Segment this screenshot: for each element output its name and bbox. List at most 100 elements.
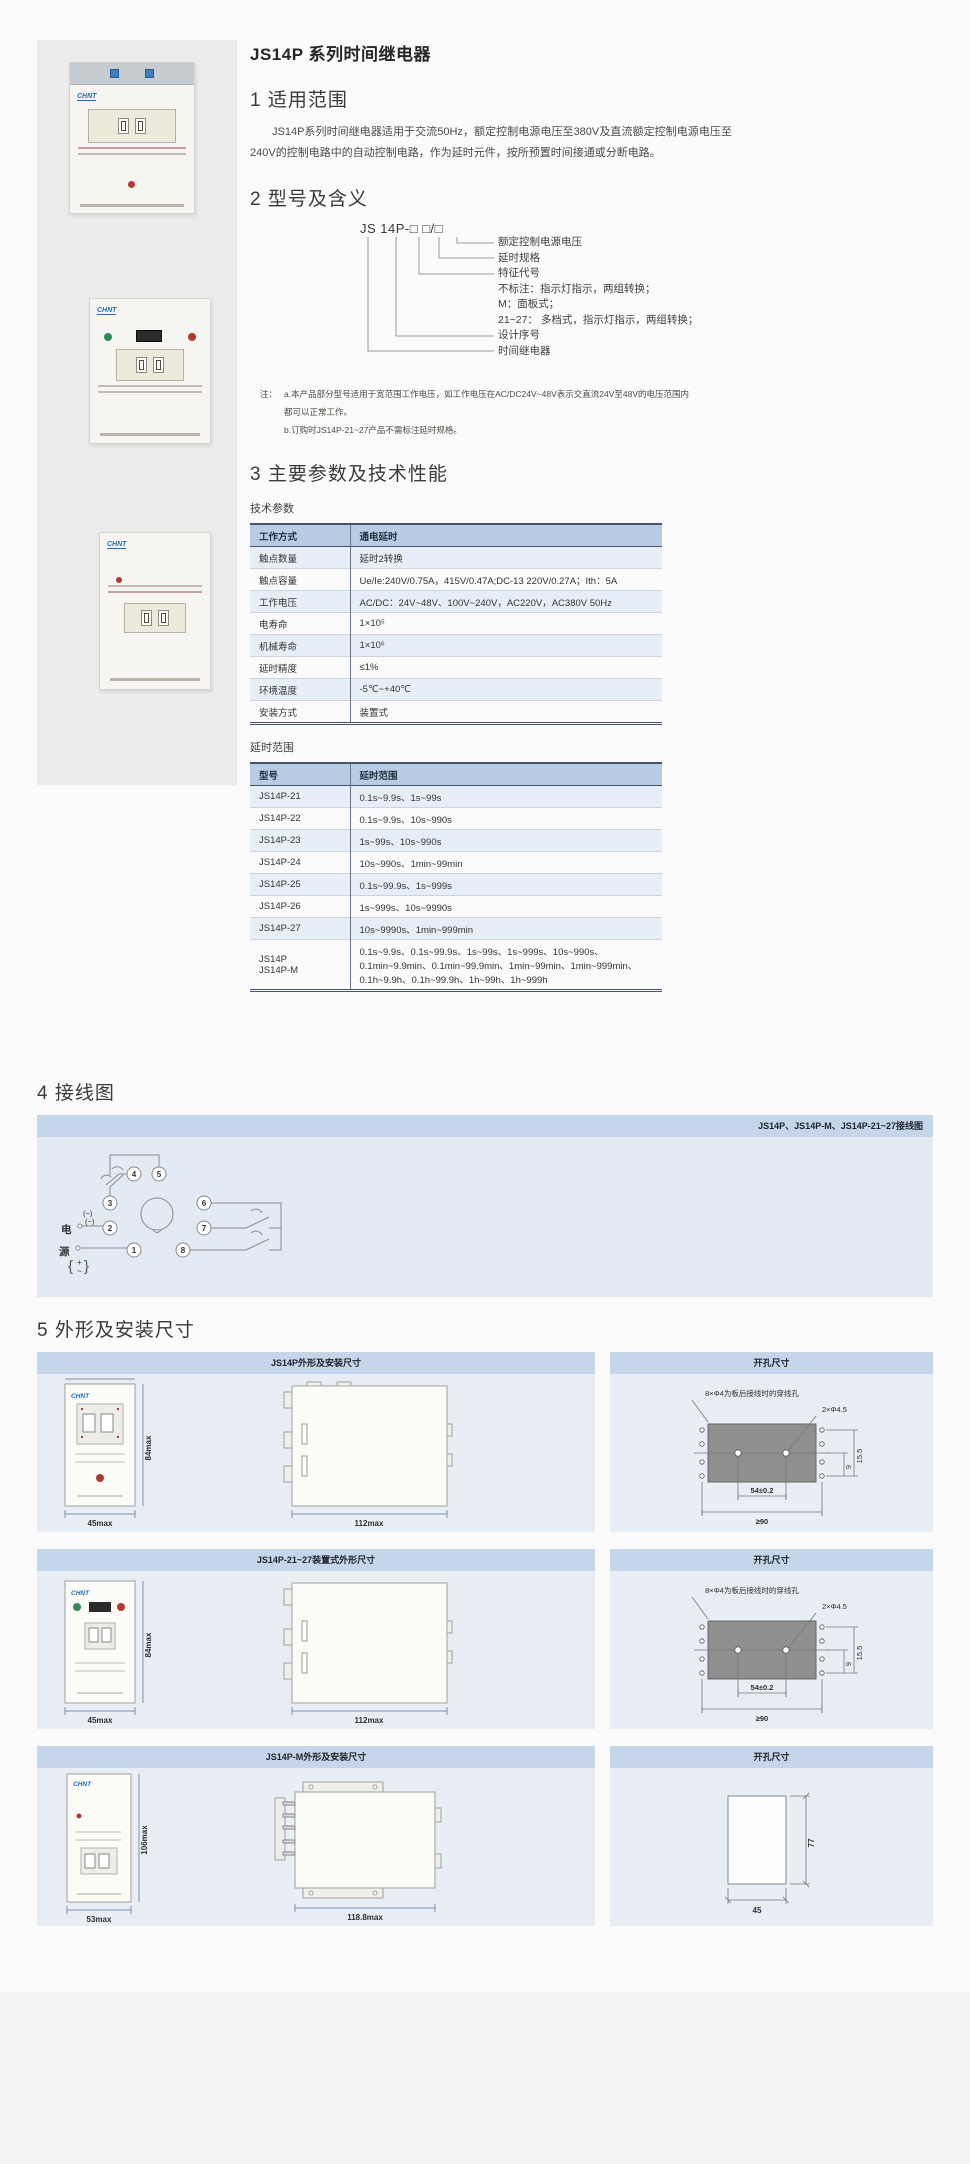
param-name: 触点数量 (250, 546, 351, 569)
col-header: 延时范围 (359, 770, 398, 782)
table-row: 延时精度 ≤1% (250, 656, 662, 679)
power-label-2: 源 (59, 1245, 70, 1258)
table-row: 电寿命 1×10⁵ (250, 612, 662, 635)
model-name: JS14P-26 (250, 895, 351, 918)
digit-display (116, 349, 184, 381)
note-label: 注： (260, 389, 278, 399)
delay-range-caption: 延时范围 (250, 742, 294, 754)
wiring-panel: JS14P、JS14P-M、JS14P-21~27接线图 (37, 1115, 933, 1297)
terminal-1: 1 (132, 1246, 137, 1255)
scope-paragraph: JS14P系列时间继电器适用于交流50Hz，额定控制电源电压至380V及直流额定… (250, 126, 732, 159)
delay-range-value: 0.1s~9.9s、1s~99s (359, 792, 442, 804)
hole-note: 8×Φ4为板后接线时的穿线孔 (705, 1585, 799, 1595)
brand-logo: CHNT (73, 1781, 92, 1788)
col-header: 型号 (250, 763, 351, 786)
power-label-1: 电 (61, 1223, 72, 1236)
dim-min: ≥90 (756, 1517, 768, 1526)
param-value: 装置式 (359, 707, 389, 719)
relay-photo-js14p-21-27: CHNT (89, 298, 211, 444)
cutout-banner: 开孔尺寸 (610, 1746, 933, 1768)
delay-range-value: 10s~990s、1min~99min (359, 858, 463, 870)
dim-depth: 112max (355, 1716, 384, 1725)
model-name: JS14P-21 (250, 785, 351, 808)
polarity-ac: (~) (85, 1217, 95, 1226)
brand-logo: CHNT (71, 1393, 90, 1400)
digit-display (124, 603, 186, 633)
model-label: 延时规格 (498, 251, 540, 264)
section-2-heading: 2 型号及含义 (250, 189, 368, 210)
model-name: JS14P-23 (250, 829, 351, 852)
table-row: JS14P-25 0.1s~99.9s、1s~999s (250, 873, 662, 896)
polarity-neg: (−) (83, 1209, 93, 1218)
table-header-row: 型号 延时范围 (250, 763, 662, 786)
model-label-sub: 21~27： 多档式，指示灯指示，两组转换； (498, 313, 699, 326)
dim-banner: JS14P外形及安装尺寸 (37, 1352, 595, 1374)
relay-top-cap (70, 63, 194, 85)
model-name: JS14P-27 (250, 917, 351, 940)
delay-range-value: 1s~99s、10s~990s (359, 836, 442, 848)
table-row: JS14P-27 10s~9990s、1min~999min (250, 917, 662, 940)
cutout-width: 45 (753, 1906, 762, 1915)
cutout-banner: 开孔尺寸 (610, 1549, 933, 1571)
model-label: 额定控制电源电压 (498, 236, 582, 248)
delay-range-value: 0.1s~99.9s、1s~999s (359, 880, 452, 892)
tech-params-caption: 技术参数 (250, 503, 294, 515)
param-value: 1×10⁶ (359, 640, 385, 651)
top-area: CHNT CHNT CHNT JS14P 系列时间继电器 (0, 0, 970, 1078)
cutout-drawing: 77 45 (724, 1792, 816, 1915)
param-name: 机械寿命 (250, 634, 351, 657)
terminal-3: 3 (108, 1199, 113, 1208)
delay-range-value: 0.1s~9.9s、0.1s~99.9s、1s~99s、1s~999s、10s~… (359, 946, 638, 986)
delay-range-value: 10s~9990s、1min~999min (359, 924, 474, 936)
page-title: JS14P 系列时间继电器 (250, 45, 431, 64)
terminal-5: 5 (157, 1170, 162, 1179)
terminal-7: 7 (202, 1224, 207, 1233)
param-name: 工作电压 (250, 590, 351, 613)
dimension-row-js14p: JS14P外形及安装尺寸 (37, 1352, 970, 1532)
dim-height: 106max (140, 1825, 149, 1855)
cutout-drawing: 8×Φ4为板后接线时的穿线孔 2×Φ4.5 15.5 9 54±0.2 ≥90 (691, 1388, 864, 1526)
param-value: Ue/Ie:240V/0.75A，415V/0.47A;DC-13 220V/0… (359, 575, 618, 587)
dim-v2: 9 (844, 1662, 853, 1666)
delay-range-table: 型号 延时范围 JS14P-21 0.1s~9.9s、1s~99s JS14P-… (250, 762, 662, 992)
dim-depth: 112max (355, 1519, 384, 1528)
model-name: JS14P-22 (250, 807, 351, 830)
dim-banner: JS14P-M外形及安装尺寸 (37, 1746, 595, 1768)
outline-drawing: CHNT 84max 45max 112max (64, 1580, 453, 1725)
param-value: -5℃~+40℃ (359, 684, 411, 695)
dimension-row-js14p-21-27: JS14P-21~27装置式外形尺寸 (37, 1549, 970, 1729)
svg-text:}: } (84, 1258, 89, 1275)
dim-min: ≥90 (756, 1714, 768, 1723)
table-row: JS14P-22 0.1s~9.9s、10s~990s (250, 807, 662, 830)
content-column: JS14P 系列时间继电器 1 适用范围 JS14P系列时间继电器适用于交流50… (250, 40, 732, 992)
terminal-8: 8 (181, 1246, 186, 1255)
table-row: 安装方式 装置式 (250, 700, 662, 724)
footer-band (0, 1992, 970, 2164)
wiring-diagram: 4 5 3 2 1 6 7 8 电 源 (−) (~) { + ~ (59, 1154, 282, 1276)
dimension-row-js14p-m: JS14P-M外形及安装尺寸 (37, 1746, 970, 1926)
hole-note-2: 2×Φ4.5 (822, 1405, 847, 1414)
relay-photo-js14p: CHNT (69, 62, 195, 214)
table-row: JS14P JS14P-M 0.1s~9.9s、0.1s~99.9s、1s~99… (250, 939, 662, 991)
model-label: 特征代号 (498, 267, 540, 279)
param-value: 1×10⁵ (359, 618, 385, 629)
param-name: 环境温度 (250, 678, 351, 701)
dim-height: 84max (144, 1632, 153, 1657)
col-header: 工作方式 (250, 524, 351, 547)
cutout-height: 77 (807, 1838, 816, 1847)
mode-switch (136, 330, 162, 342)
dim-depth: 118.8max (347, 1913, 383, 1922)
model-designation-diagram: JS 14P-□ □/□ 额定控制电源电压 延时规格 特征代号 不标注：指示灯指… (250, 221, 732, 369)
tech-params-table: 工作方式 通电延时 触点数量 延时2转换 触点容量 Ue/Ie:240V/0.7… (250, 523, 662, 725)
model-name: JS14P-25 (250, 873, 351, 896)
param-name: 延时精度 (250, 656, 351, 679)
brand-logo: CHNT (71, 1590, 90, 1597)
col-header: 通电延时 (359, 531, 398, 543)
table-row: JS14P-21 0.1s~9.9s、1s~99s (250, 785, 662, 808)
brand-logo: CHNT (107, 541, 127, 549)
wiring-section: 4 接线图 JS14P、JS14P-M、JS14P-21~27接线图 (0, 1078, 970, 1297)
terminal-6: 6 (202, 1199, 207, 1208)
hole-note-2: 2×Φ4.5 (822, 1602, 847, 1611)
delay-range-value: 1s~999s、10s~9990s (359, 902, 452, 914)
param-value: 延时2转换 (359, 553, 403, 565)
